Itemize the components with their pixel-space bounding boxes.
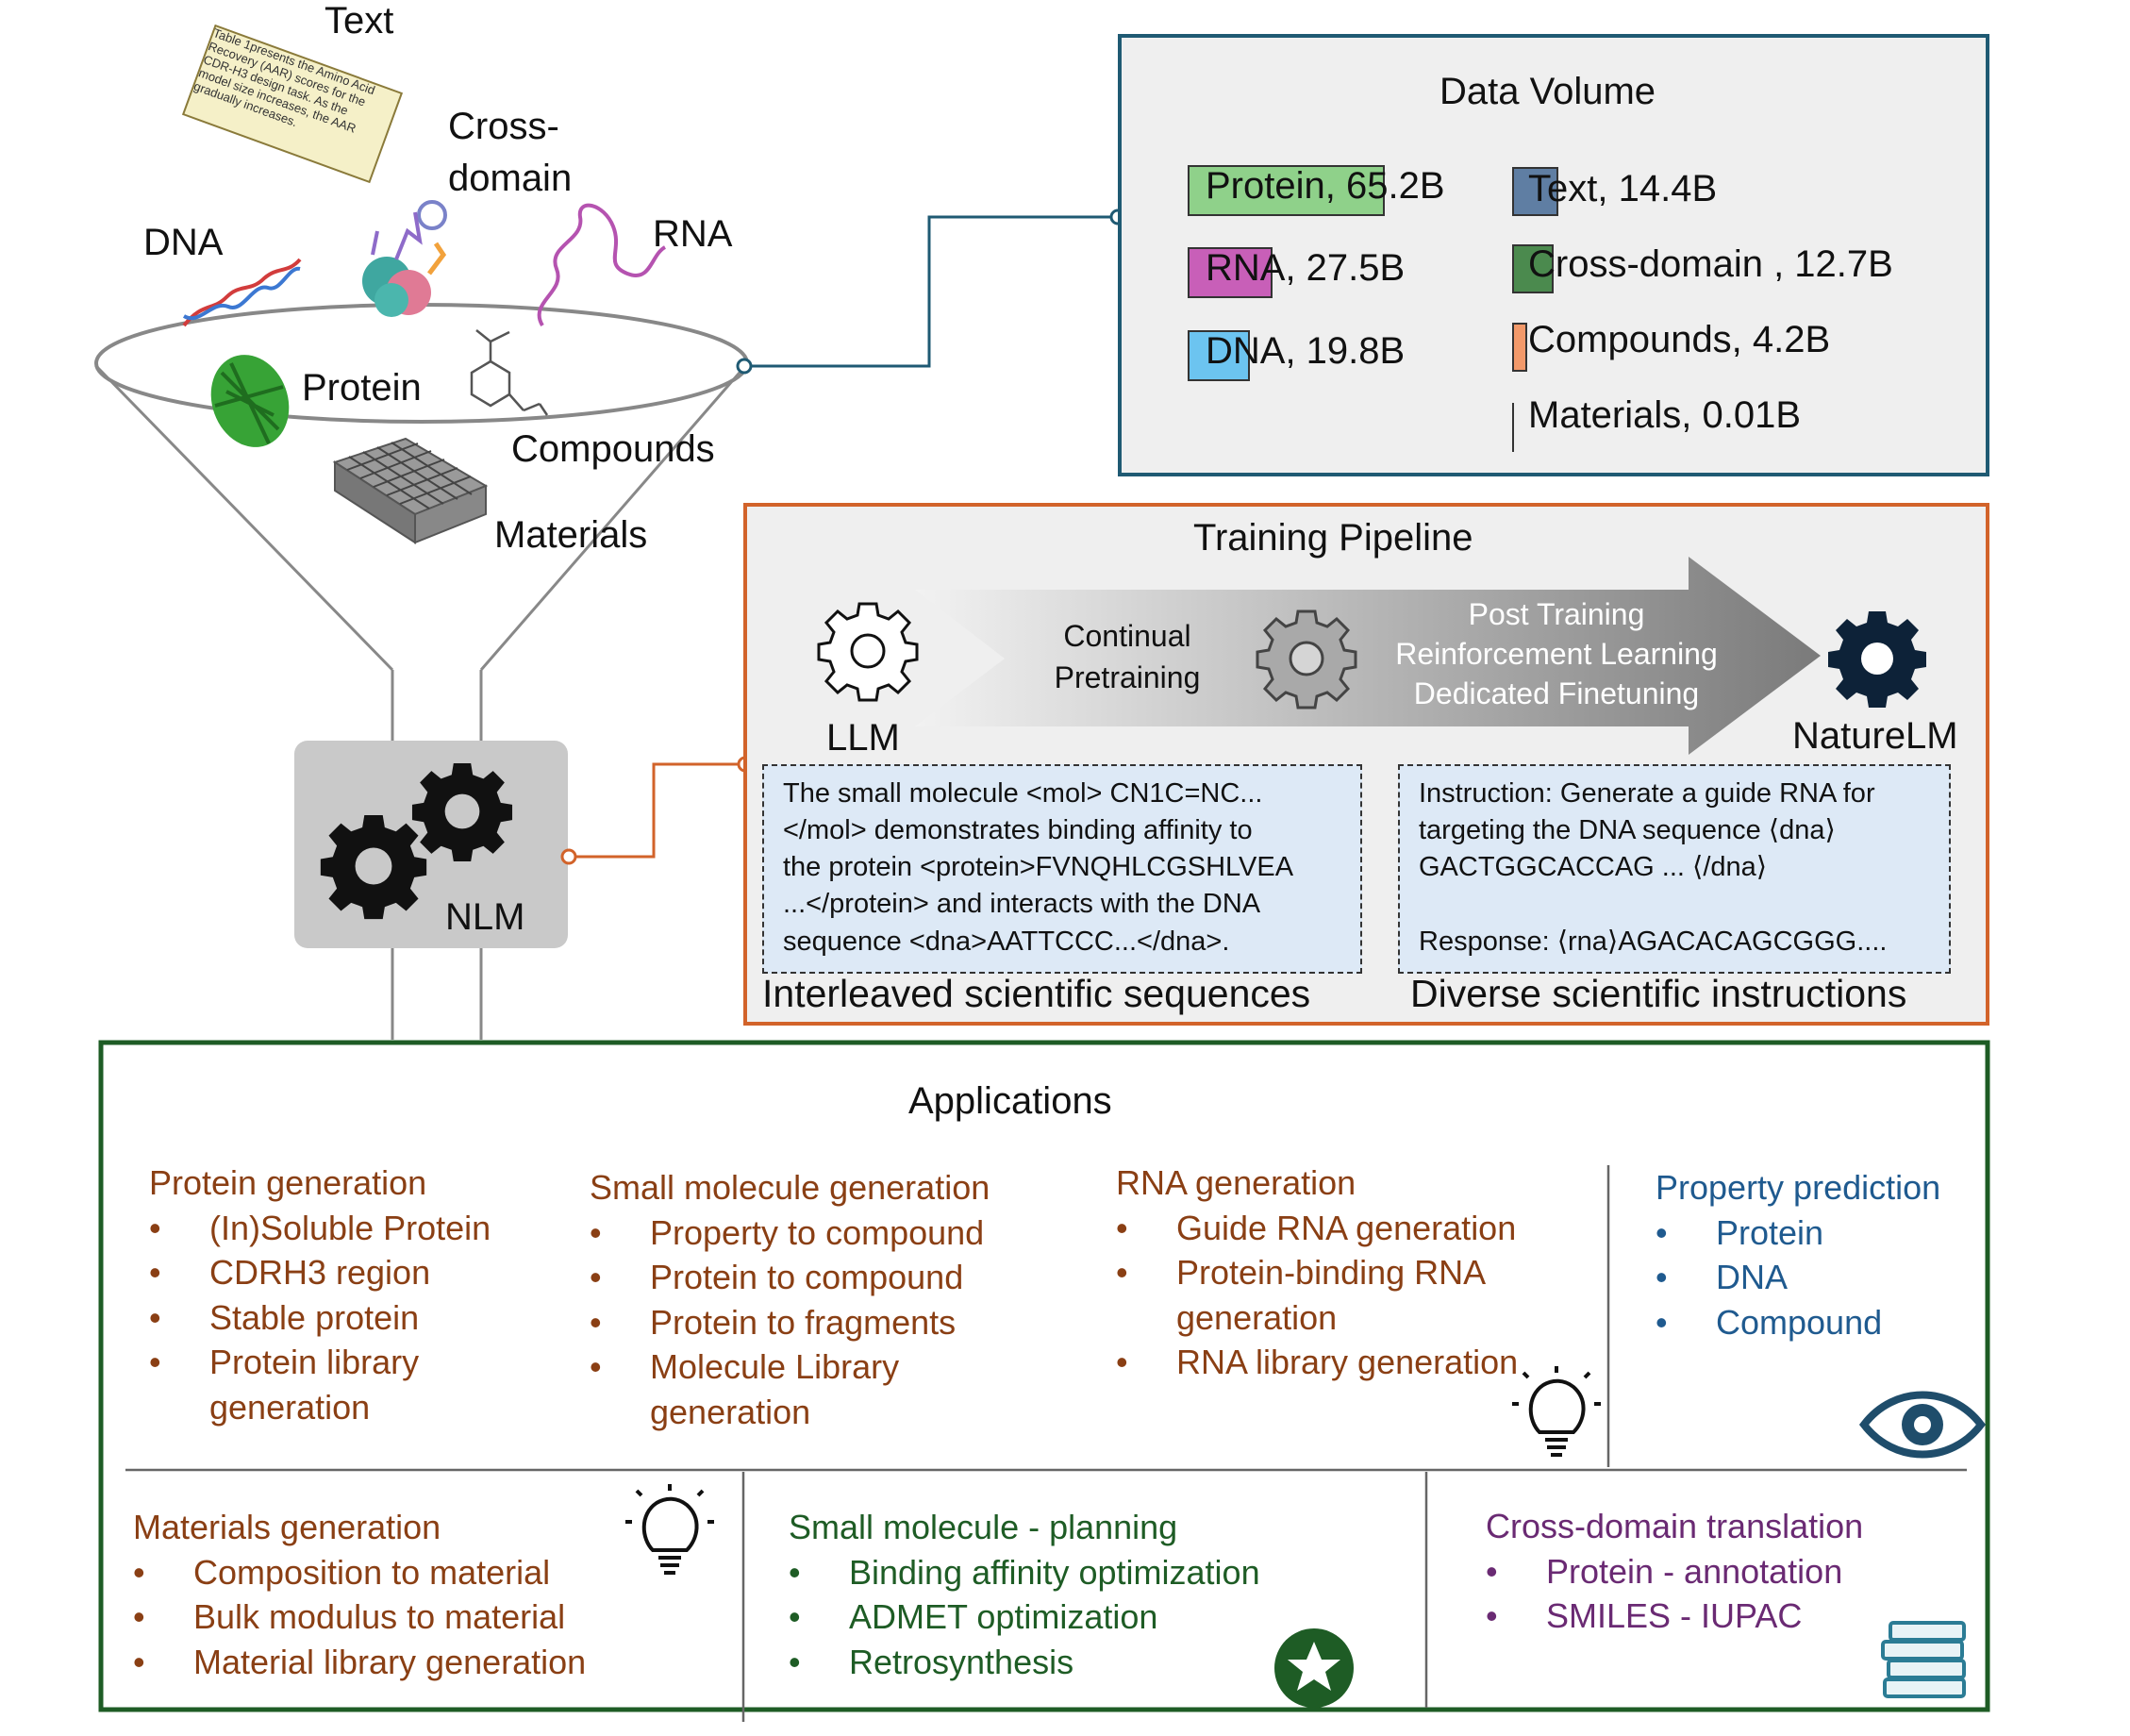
dna-helix-icon	[182, 258, 302, 327]
interleaved-caption: Interleaved scientific sequences	[762, 972, 1311, 1015]
list-item: Composition to material	[133, 1550, 661, 1595]
stage1-line2: Pretraining	[1054, 660, 1201, 695]
list-item: Binding affinity optimization	[789, 1550, 1355, 1595]
materials-generation-group: Materials generation Composition to mate…	[133, 1505, 661, 1684]
list-item: Retrosynthesis	[789, 1640, 1355, 1685]
cross-domain-label-line2: domain	[448, 158, 573, 199]
list-item: Protein - annotation	[1486, 1549, 1957, 1594]
text-source-label: Text	[324, 0, 394, 42]
pipeline-gear-icon	[1256, 609, 1357, 709]
text-volume-bar	[1512, 167, 1558, 216]
dna-volume-label: DNA, 19.8B	[1206, 330, 1406, 372]
dna-volume-bar	[1188, 330, 1250, 381]
materials-lattice-icon	[332, 437, 489, 544]
list-item: (In)Soluble Protein	[149, 1206, 545, 1251]
compounds-volume-bar	[1512, 323, 1527, 372]
list-item: Compound	[1656, 1300, 1967, 1345]
protein-source-label: Protein	[302, 367, 422, 409]
rna-strand-icon	[537, 203, 667, 327]
materials-generation-heading: Materials generation	[133, 1508, 441, 1546]
list-item: Stable protein	[149, 1295, 545, 1341]
compounds-volume-label: Compounds, 4.2B	[1528, 319, 1831, 360]
property-prediction-group: Property prediction Protein DNA Compound	[1656, 1165, 1967, 1344]
compounds-source-label: Compounds	[511, 428, 715, 470]
text-note-card	[181, 24, 404, 184]
scientific-instruction-example: Instruction: Generate a guide RNA for ta…	[1398, 764, 1951, 974]
stage2-line2: Reinforcement Learning	[1395, 637, 1718, 672]
instructions-caption: Diverse scientific instructions	[1410, 972, 1907, 1015]
eye-icon	[1858, 1391, 1987, 1459]
cross-domain-volume-bar	[1512, 244, 1554, 293]
lightbulb-icon-materials	[625, 1484, 714, 1575]
rna-generation-group: RNA generation Guide RNA generation Prot…	[1116, 1160, 1559, 1385]
list-item: Protein to compound	[590, 1255, 1033, 1300]
protein-volume-bar	[1188, 165, 1385, 216]
training-pipeline-title: Training Pipeline	[1193, 517, 1473, 559]
stage-post-training: Post Training Reinforcement Learning Ded…	[1358, 594, 1755, 714]
nlm-gear-large-icon	[320, 815, 427, 920]
applications-dividers	[125, 1165, 1967, 1722]
naturelm-label: NatureLM	[1792, 715, 1958, 757]
rna-volume-label: RNA, 27.5B	[1206, 247, 1406, 289]
connector-funnel-to-data	[736, 209, 1126, 375]
text-volume-label: Text, 14.4B	[1528, 168, 1718, 209]
protein-generation-group: Protein generation (In)Soluble Protein C…	[149, 1160, 545, 1429]
property-prediction-heading: Property prediction	[1656, 1168, 1941, 1207]
interleaved-sequence-example: The small molecule <mol> CN1C=NC... </mo…	[762, 764, 1362, 974]
list-item: Material library generation	[133, 1640, 661, 1685]
stage1-line1: Continual	[1063, 619, 1191, 653]
nlm-gear-small-icon	[411, 763, 513, 862]
dna-source-label: DNA	[143, 222, 224, 263]
small-molecule-generation-heading: Small molecule generation	[590, 1168, 990, 1207]
small-molecule-generation-group: Small molecule generation Property to co…	[590, 1165, 1033, 1434]
cross-domain-volume-label: Cross-domain , 12.7B	[1528, 243, 1893, 285]
list-item: Protein library generation	[149, 1340, 445, 1429]
nlm-label: NLM	[445, 896, 525, 938]
stage2-line1: Post Training	[1468, 597, 1645, 631]
list-item: Molecule Library generation	[590, 1344, 933, 1434]
list-item: CDRH3 region	[149, 1250, 545, 1295]
list-item: Property to compound	[590, 1210, 1033, 1256]
llm-gear-icon	[817, 602, 919, 702]
books-stack-icon	[1881, 1621, 1966, 1698]
list-item: Protein-binding RNA generation	[1116, 1250, 1535, 1340]
stage-continual-pretraining: Continual Pretraining	[990, 615, 1264, 698]
applications-title: Applications	[908, 1080, 1112, 1122]
protein-generation-heading: Protein generation	[149, 1163, 427, 1202]
rna-volume-bar	[1188, 247, 1273, 298]
rna-generation-heading: RNA generation	[1116, 1163, 1356, 1202]
protein-volume-label: Protein, 65.2B	[1206, 165, 1445, 207]
stage2-line3: Dedicated Finetuning	[1413, 676, 1700, 711]
cross-domain-label-line1: Cross-	[448, 106, 559, 147]
list-item: Bulk modulus to material	[133, 1594, 661, 1640]
list-item: SMILES - IUPAC	[1486, 1594, 1957, 1639]
list-item: RNA library generation	[1116, 1340, 1559, 1385]
materials-volume-label: Materials, 0.01B	[1528, 394, 1802, 436]
cross-domain-complex-icon	[362, 200, 447, 317]
cross-domain-translation-group: Cross-domain translation Protein - annot…	[1486, 1504, 1957, 1639]
naturelm-gear-icon	[1828, 611, 1926, 708]
list-item: Protein	[1656, 1210, 1967, 1256]
llm-label: LLM	[826, 717, 900, 759]
list-item: Guide RNA generation	[1116, 1206, 1559, 1251]
small-molecule-planning-heading: Small molecule - planning	[789, 1508, 1178, 1546]
connector-nlm-to-training	[560, 756, 754, 865]
pipeline-arrow	[915, 557, 1821, 755]
list-item: Protein to fragments	[590, 1300, 1033, 1345]
list-item: ADMET optimization	[789, 1594, 1355, 1640]
data-volume-title: Data Volume	[1439, 71, 1656, 112]
list-item: DNA	[1656, 1255, 1967, 1300]
compound-structure-icon	[470, 329, 549, 416]
rna-source-label: RNA	[653, 213, 733, 255]
materials-source-label: Materials	[494, 514, 648, 556]
small-molecule-planning-group: Small molecule - planning Binding affini…	[789, 1505, 1355, 1684]
materials-volume-bar	[1512, 403, 1514, 452]
cross-domain-translation-heading: Cross-domain translation	[1486, 1507, 1864, 1545]
protein-structure-icon	[210, 355, 290, 447]
